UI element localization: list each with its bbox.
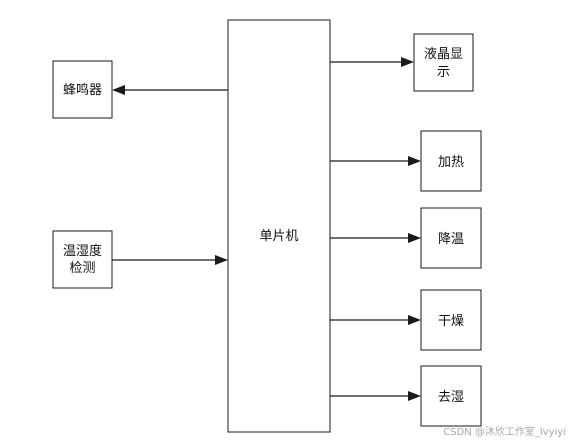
lcd-arrowhead: [401, 57, 414, 67]
mcu-label: 单片机: [259, 229, 298, 244]
dehumid-arrowhead: [408, 391, 421, 401]
dehumid-label: 去湿: [438, 390, 464, 405]
sensor-label-line1: 温湿度: [63, 243, 102, 259]
sensor-label-line2: 检测: [69, 261, 95, 276]
lcd-label-line1: 液晶显: [424, 47, 463, 62]
lcd-label-line2: 示: [437, 65, 450, 80]
sensor-arrowhead: [215, 255, 228, 265]
buzzer-label: 蜂鸣器: [63, 82, 102, 98]
heat-block: [420, 130, 482, 192]
cool-label: 降温: [438, 232, 464, 247]
heat-arrowhead: [408, 156, 421, 166]
heat-label: 加热: [438, 155, 464, 170]
cool-arrowhead: [408, 233, 421, 243]
buzzer-arrowhead: [112, 85, 125, 95]
lcd-block: [413, 33, 474, 92]
sensor-block: [52, 230, 113, 289]
dehumid-block: [420, 365, 482, 427]
dry-arrowhead: [408, 315, 421, 325]
dry-label: 干燥: [438, 314, 464, 329]
mcu-block: [227, 19, 331, 433]
cool-block: [420, 207, 482, 269]
watermark-text: CSDN @沐欣工作室_lvyiyi: [443, 425, 566, 438]
buzzer-block: [52, 60, 113, 119]
dry-block: [420, 289, 482, 351]
